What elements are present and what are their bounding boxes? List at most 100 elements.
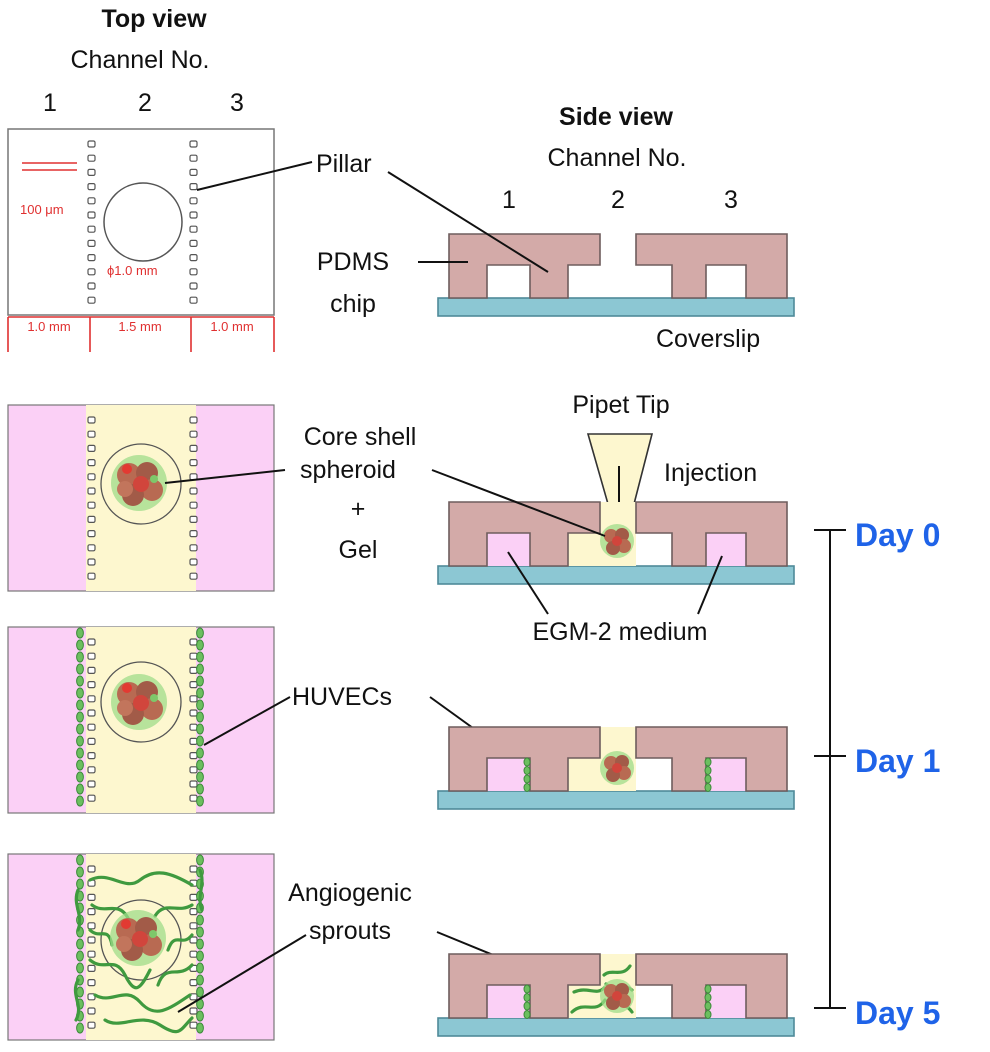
core-shell-label-1: Core shell [304,423,417,451]
huvec-cell [196,675,204,687]
spheroid-top-day0 [111,455,167,511]
pillar [87,936,96,944]
pillar [87,444,96,452]
huvec-cell [196,926,204,938]
pillar [189,197,198,205]
pillar [189,737,198,746]
huvec-cell [196,747,204,759]
width-label-2: 1.5 mm [118,319,161,334]
top-channel-2: 2 [138,89,152,117]
spheroid-side-day5 [600,979,634,1013]
huvec-cell [76,675,84,687]
huvec-cell [76,950,84,962]
pillar [189,572,198,580]
sprouts-top [73,868,204,1034]
pillar [87,501,96,509]
side-channel-1: 1 [502,186,516,214]
huvec-cell [196,771,204,783]
huvec-cell [196,795,204,807]
huvec-cell [76,735,84,747]
coverslip [437,297,795,317]
side-view-chip [437,233,795,317]
huvec-cell [704,757,712,767]
pillar [87,709,96,717]
huvec-cell [76,651,84,663]
huvec-cell [76,866,84,878]
width-label-1: 1.0 mm [27,319,70,334]
huvec-cell [704,993,712,1002]
huvec-cell [523,757,531,767]
width-label-3: 1.0 mm [210,319,253,334]
pillar [189,893,198,902]
pillar [189,978,198,987]
pillar [87,544,96,552]
side-view-day5 [437,953,795,1037]
pillar [87,254,96,262]
pillar [189,444,198,452]
huvec-cell [76,723,84,735]
medium-label: EGM-2 medium [532,618,707,646]
pillar [189,1021,198,1029]
timeline [814,529,846,1009]
pillar [189,268,198,276]
side-channel-2: 2 [611,186,625,214]
pillar-label: Pillar [316,150,372,178]
pillar [189,780,198,788]
pillar [87,487,96,495]
huvec-cell [76,663,84,675]
huvec-cell [76,759,84,771]
pillar [189,1007,198,1015]
pillar [189,950,198,958]
pillar [87,907,96,916]
top-view-day1 [7,626,275,814]
huvec-cell [76,878,84,890]
pillar [189,501,198,509]
huvec-cell [76,627,84,639]
huvec-cells-side [523,757,712,792]
huvec-cell [523,1001,531,1011]
pillar [87,922,96,930]
pillar [87,558,96,566]
pillar [87,865,96,873]
pillar [189,922,198,930]
pillar [87,459,96,467]
pillar-rows [87,140,198,304]
huvec-cell [704,1010,712,1019]
pillar [87,416,96,424]
huvec-cell [76,711,84,723]
side-view-title: Side view [559,103,673,131]
pillar [87,978,96,987]
spheroid-side-callout-line [431,469,606,537]
pillar [87,529,96,538]
huvec-cell [196,938,204,950]
pillar [189,766,198,774]
huvec-cells [76,627,204,807]
injection-label: Injection [664,459,757,487]
day-1-label: Day 1 [855,743,940,779]
pillar [189,936,198,944]
pillar [87,751,96,760]
pillar [189,296,198,304]
pillar [87,473,96,481]
pillar-callout-line [196,161,313,191]
pillar [189,652,198,660]
pillar [189,723,198,731]
huvec-cell [523,993,531,1002]
huvec-cell [76,699,84,711]
hole-diameter-label: ϕ1.0 mm [107,263,158,278]
top-view-day0 [7,404,275,592]
pillar [189,168,198,176]
center-hole [103,182,183,262]
pillar-gap-label: 100 μm [20,202,64,217]
pillar [189,695,198,703]
spheroid-top-day1 [111,674,167,730]
huvec-cell [704,774,712,784]
huvec-cell [76,639,84,651]
top-view-day5 [7,853,275,1041]
pillar [87,296,96,304]
pillar [87,723,96,731]
pillar [189,529,198,538]
pillar [87,666,96,675]
side-view-day0 [437,501,795,585]
pillar [87,140,96,148]
